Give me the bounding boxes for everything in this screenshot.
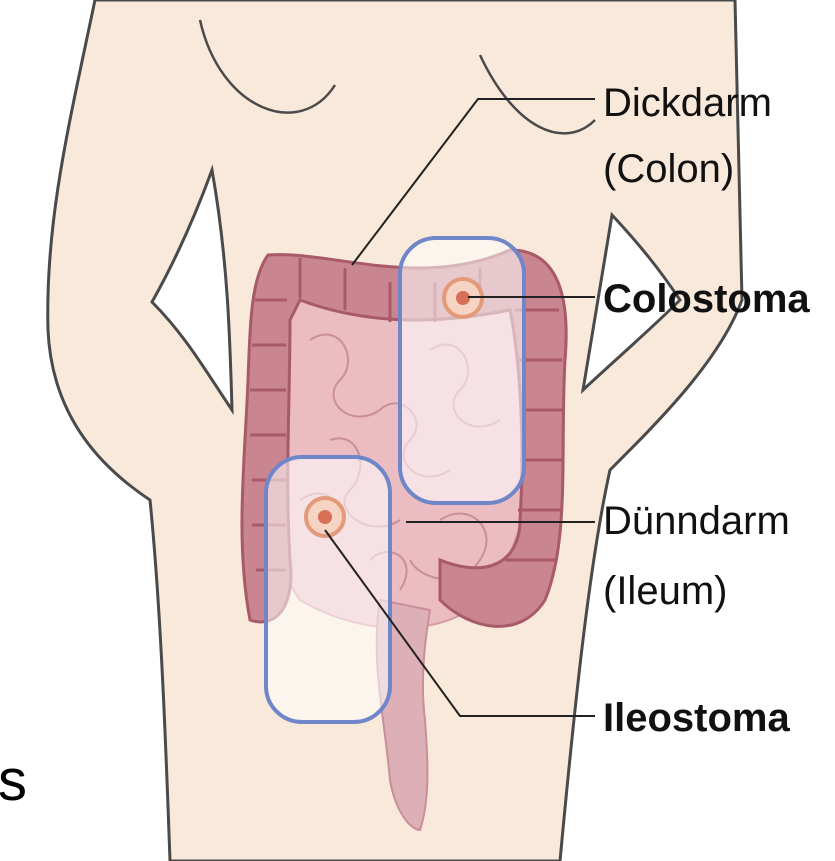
label-dickdarm: Dickdarm [603,82,772,124]
label-colostoma: Colostoma [603,278,810,320]
label-ileostoma: Ileostoma [603,697,790,739]
ileostoma-opening [318,510,332,524]
colostoma-opening [456,291,470,305]
ileostomy-pouch [266,457,390,722]
label-duenndarm: Dünndarm [603,500,790,542]
stray-glyph: s [0,752,27,810]
label-ileum: (Ileum) [603,570,727,612]
label-colon: (Colon) [603,148,734,190]
colostomy-pouch [400,238,524,503]
